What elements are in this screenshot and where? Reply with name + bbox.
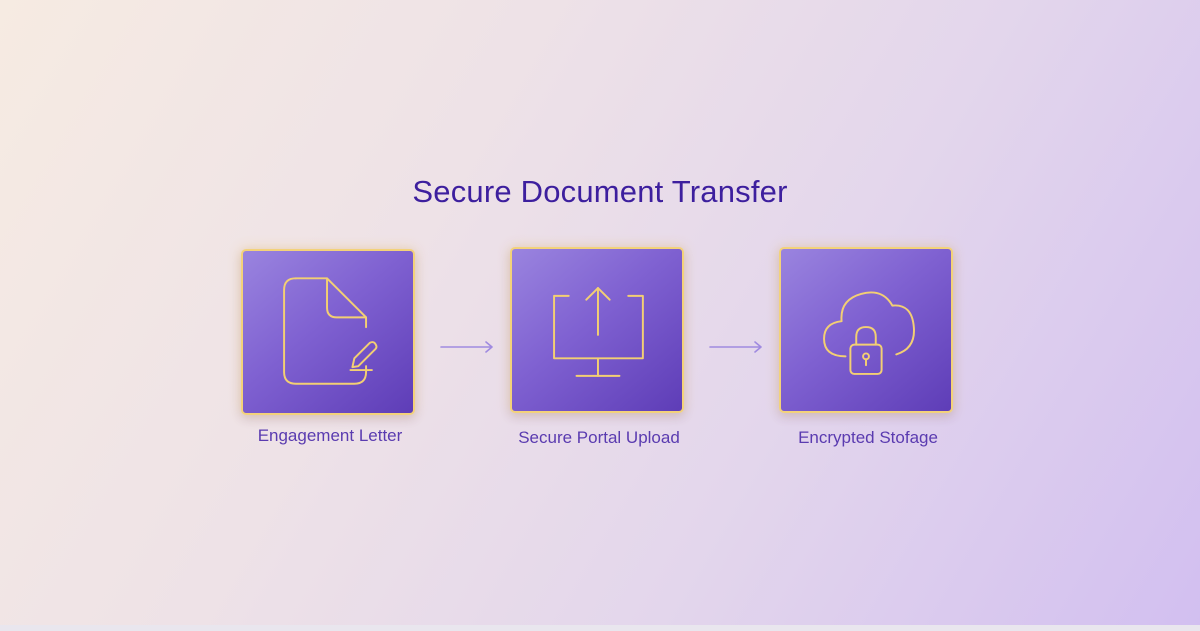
document-edit-icon (283, 277, 378, 385)
monitor-upload-icon (553, 287, 644, 377)
step-label: Engagement Letter (257, 426, 403, 445)
arrow-right-icon (709, 341, 762, 353)
cloud-lock-icon (823, 291, 915, 375)
step-card-secure-portal-upload (510, 247, 684, 413)
step-label: Secure Portal Upload (518, 428, 680, 447)
step-card-engagement-letter (241, 249, 415, 415)
step-card-encrypted-storage (779, 247, 953, 413)
step-label: Encrypted Stofage (798, 428, 938, 447)
flow-arrow (440, 341, 496, 353)
arrow-right-icon (440, 341, 493, 353)
flow-arrow (709, 341, 765, 353)
bottom-edge (0, 625, 1200, 631)
diagram-title: Secure Document Transfer (412, 174, 788, 209)
